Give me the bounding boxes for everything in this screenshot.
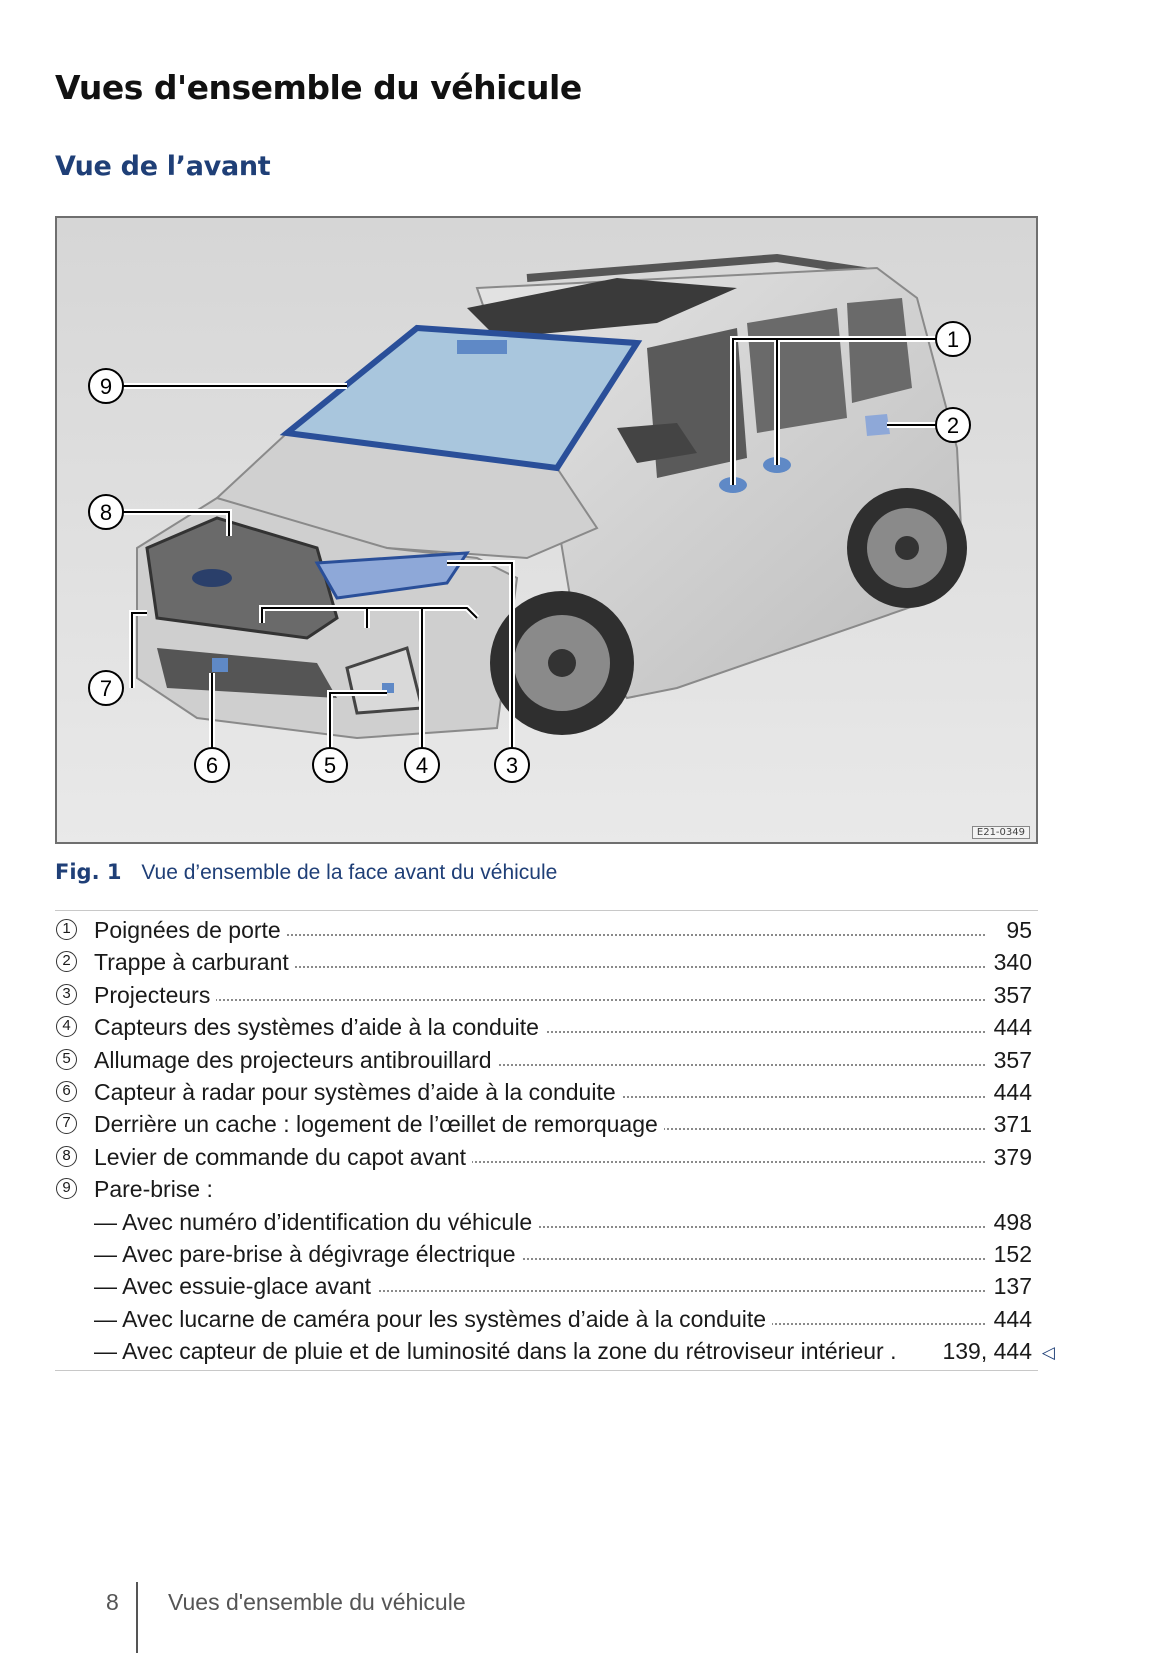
callout-2: 2 <box>935 407 971 443</box>
section-end-icon: ◁ <box>1041 1343 1055 1363</box>
section-title: Vue de l’avant <box>55 151 271 182</box>
footer-divider <box>136 1582 138 1653</box>
page-ref[interactable]: 340 <box>993 949 1032 976</box>
callout-7: 7 <box>88 670 124 706</box>
page-ref[interactable]: 139, 444 <box>942 1338 1032 1365</box>
callout-3: 3 <box>494 747 530 783</box>
callout-6: 6 <box>194 747 230 783</box>
svg-text:4: 4 <box>416 753 428 778</box>
svg-text:9: 9 <box>100 374 112 399</box>
footer-section-title: Vues d'ensemble du véhicule <box>168 1589 466 1615</box>
page-ref[interactable]: 444 <box>993 1305 1032 1332</box>
page-ref[interactable]: 498 <box>993 1208 1032 1235</box>
figure-label: Fig. 1 <box>55 860 122 884</box>
callout-5: 5 <box>312 747 348 783</box>
page-ref[interactable]: 152 <box>993 1240 1032 1267</box>
page-ref[interactable]: 95 <box>1006 917 1032 943</box>
figure-caption: Fig. 1 Vue d’ensemble de la face avant d… <box>55 860 557 885</box>
callout-8: 8 <box>88 494 124 530</box>
page-ref[interactable]: 357 <box>993 1046 1032 1073</box>
list-subitem: — Avec numéro d’identification du véhicu… <box>55 1205 1055 1238</box>
list-top-rule <box>55 910 1038 911</box>
callout-4: 4 <box>404 747 440 783</box>
page-ref[interactable]: 371 <box>993 1111 1032 1138</box>
page-ref[interactable]: 444 <box>993 1078 1032 1105</box>
page-number: 8 <box>106 1589 119 1615</box>
svg-text:2: 2 <box>947 413 959 438</box>
vehicle-drawing: 1 2 3 4 5 6 7 8 9 <box>57 218 1036 842</box>
svg-text:1: 1 <box>947 327 959 352</box>
page-ref[interactable]: 444 <box>993 1014 1032 1041</box>
callout-1: 1 <box>935 321 971 357</box>
figure-caption-text: Vue d’ensemble de la face avant du véhic… <box>141 861 558 884</box>
page-title: Vues d'ensemble du véhicule <box>55 68 582 107</box>
svg-text:6: 6 <box>206 753 218 778</box>
page-ref[interactable]: 357 <box>993 981 1032 1008</box>
svg-text:7: 7 <box>100 676 112 701</box>
list-subitem: — Avec capteur de pluie et de luminosité… <box>55 1335 1055 1368</box>
callout-9: 9 <box>88 368 124 404</box>
list-subitem: — Avec pare-brise à dégivrage électrique… <box>55 1237 1055 1270</box>
list-bottom-rule <box>55 1370 1038 1371</box>
list-subitem: — Avec lucarne de caméra pour les systèm… <box>55 1302 1055 1335</box>
figure-code: E21-0349 <box>971 826 1030 839</box>
svg-text:3: 3 <box>506 753 518 778</box>
vehicle-front-illustration: 1 2 3 4 5 6 7 8 9 E21-0349 <box>55 216 1038 844</box>
page-ref[interactable]: 137 <box>993 1273 1032 1300</box>
page-ref[interactable]: 379 <box>993 1143 1032 1170</box>
svg-text:5: 5 <box>324 753 336 778</box>
svg-text:8: 8 <box>100 500 112 525</box>
